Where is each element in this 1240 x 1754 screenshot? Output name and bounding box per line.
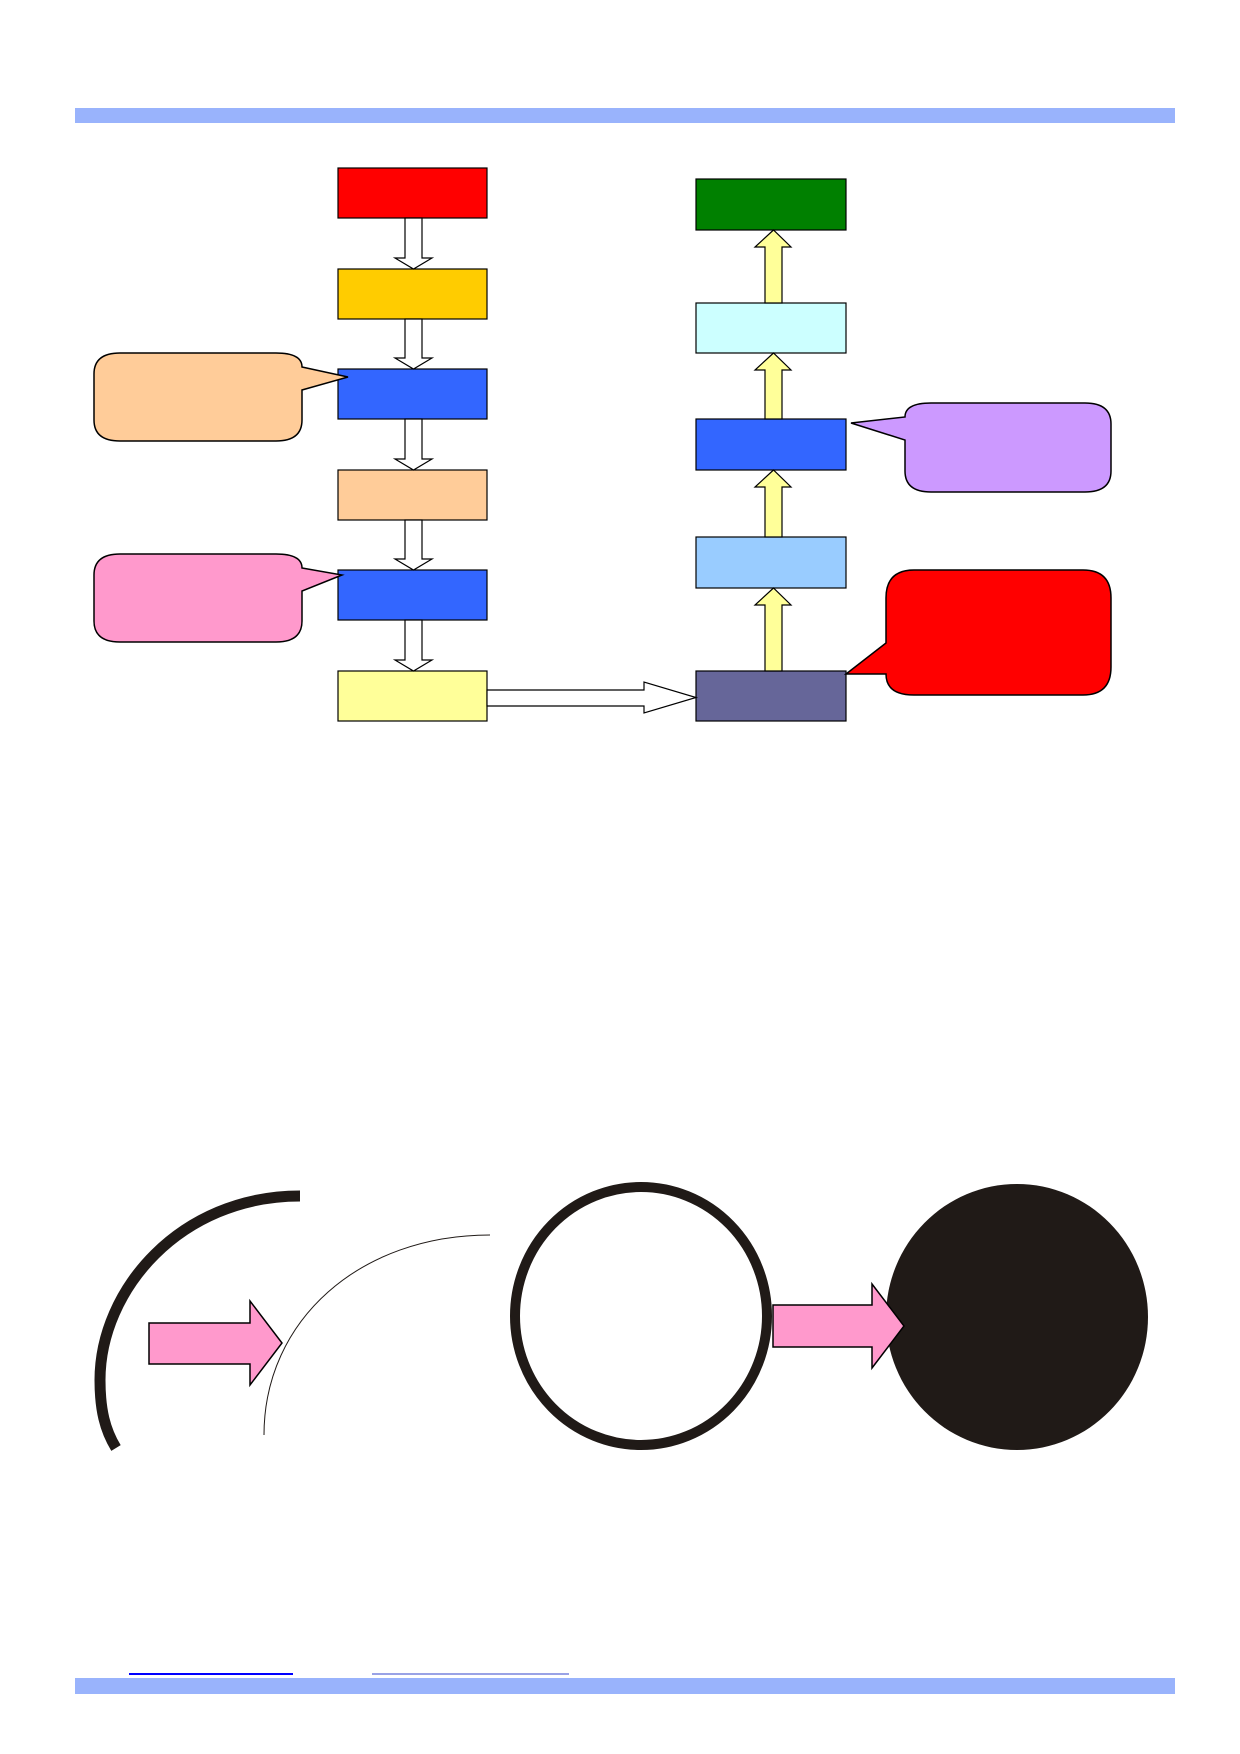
callout-right-top [850,402,1112,493]
left-box-5 [337,569,488,621]
left-box-2 [337,268,488,320]
callout-right-bottom [843,569,1112,696]
left-box-3 [337,368,488,420]
left-box-1 [337,167,488,219]
down-arrow-icon [392,318,435,370]
down-arrow-icon [392,519,435,571]
right-box-3 [695,418,847,471]
pink-arrow-icon [148,1298,283,1388]
right-box-1 [695,178,847,231]
pink-arrow-icon [772,1281,905,1371]
down-arrow-icon [392,418,435,471]
up-arrow-icon [753,352,793,420]
down-arrow-icon [392,217,435,270]
down-arrow-icon [392,619,435,672]
footer-bar [75,1678,1175,1694]
left-box-6 [337,670,488,722]
up-arrow-icon [753,587,793,672]
up-arrow-icon [753,469,793,538]
up-arrow-icon [753,229,793,304]
right-box-4 [695,536,847,589]
hollow-circle [510,1182,772,1450]
thick-arc [94,1190,301,1451]
header-bar [75,108,1175,123]
right-box-2 [695,302,847,354]
down-arrows [392,217,435,672]
left-box-4 [337,469,488,521]
thin-arc [263,1234,491,1436]
right-arrow-icon [486,681,699,714]
callout-left-bottom [93,553,345,643]
callout-left-top [93,352,349,442]
filled-circle [886,1184,1148,1450]
up-arrows [753,229,793,672]
right-box-5 [695,670,847,722]
